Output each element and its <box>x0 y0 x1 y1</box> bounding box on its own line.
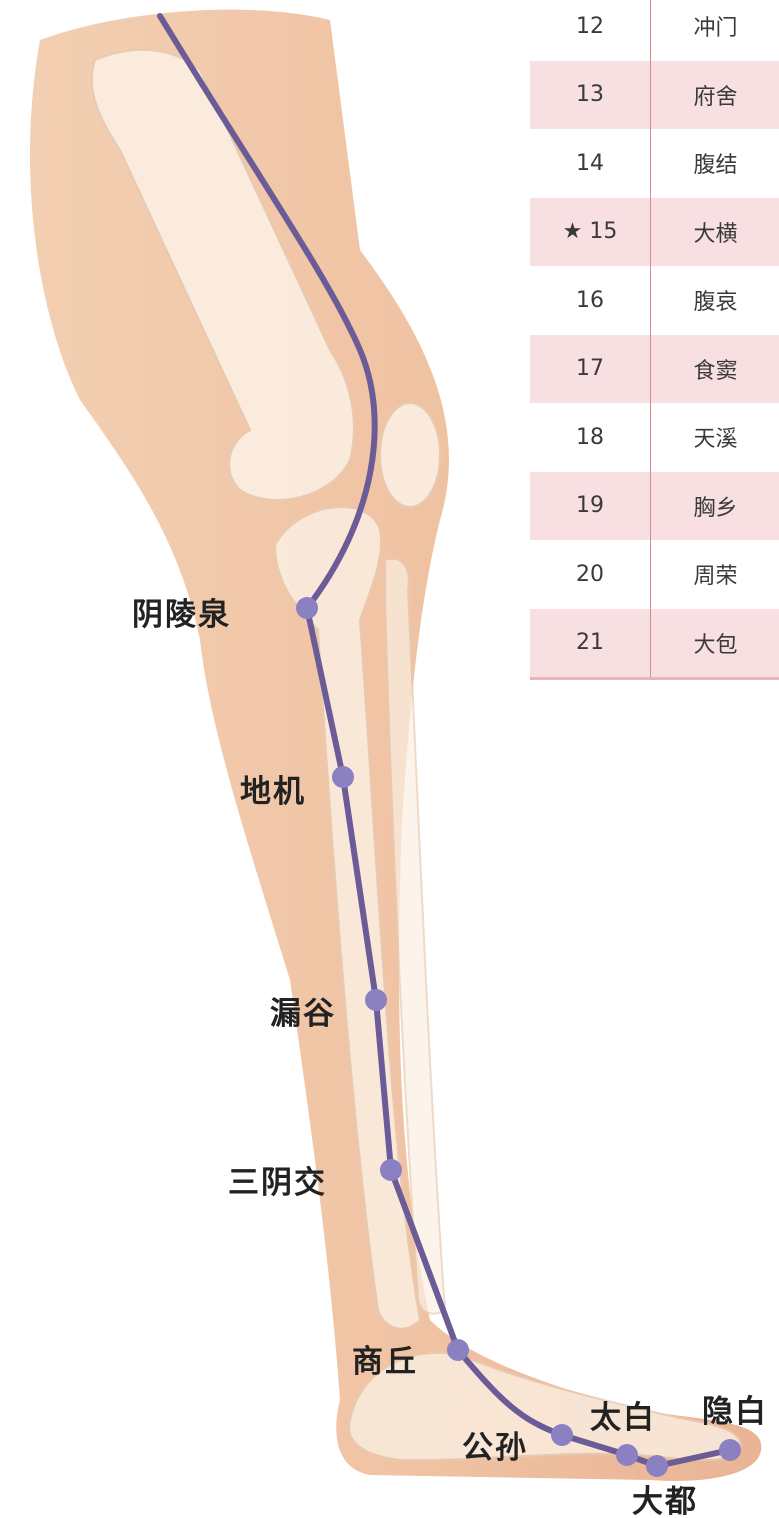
point-number: 21 <box>576 630 604 655</box>
point-number-cell: 12 <box>530 0 651 61</box>
point-name: 冲门 <box>651 0 779 61</box>
point-shangqiu-dot <box>447 1339 469 1361</box>
point-number: 18 <box>576 425 604 450</box>
point-number: 14 <box>576 151 604 176</box>
table-row: 21 大包 <box>530 609 779 679</box>
point-number: 17 <box>576 356 604 381</box>
patella-bone <box>380 403 440 507</box>
label-gongsun: 公孙 <box>462 1430 528 1466</box>
point-name: 食窦 <box>651 335 779 404</box>
point-number: 16 <box>576 288 604 313</box>
table-row: 13 府舍 <box>530 61 779 130</box>
point-number-cell: 13 <box>530 61 651 130</box>
point-number-cell: ★ 15 <box>530 198 651 267</box>
point-name: 大横 <box>651 198 779 267</box>
table-row: 19 胸乡 <box>530 472 779 541</box>
point-yinbai-dot <box>719 1439 741 1461</box>
point-name: 腹哀 <box>651 266 779 335</box>
point-number: 15 <box>589 219 617 244</box>
point-lougu-dot <box>365 989 387 1011</box>
point-yinlingquan-dot <box>296 597 318 619</box>
point-number-cell: 14 <box>530 129 651 198</box>
point-name: 大包 <box>651 609 779 679</box>
label-sanyinjiao: 三阴交 <box>228 1165 327 1201</box>
table-row: 12 冲门 <box>530 0 779 61</box>
label-diji: 地机 <box>240 774 306 810</box>
star-icon: ★ <box>563 219 590 244</box>
point-number-cell: 19 <box>530 472 651 541</box>
point-gongsun-dot <box>551 1424 573 1446</box>
label-shangqiu: 商丘 <box>352 1344 418 1380</box>
table-row: 14 腹结 <box>530 129 779 198</box>
point-sanyinjiao-dot <box>380 1159 402 1181</box>
table-row: 16 腹哀 <box>530 266 779 335</box>
table-row: 18 天溪 <box>530 403 779 472</box>
point-number: 12 <box>576 14 604 39</box>
point-name: 府舍 <box>651 61 779 130</box>
point-number-cell: 18 <box>530 403 651 472</box>
point-taibai-dot <box>616 1444 638 1466</box>
point-number: 20 <box>576 562 604 587</box>
label-lougu: 漏谷 <box>270 996 336 1032</box>
point-number-cell: 17 <box>530 335 651 404</box>
label-taibai: 太白 <box>590 1400 656 1436</box>
point-diji-dot <box>332 766 354 788</box>
point-number: 13 <box>576 82 604 107</box>
table-row: 20 周荣 <box>530 540 779 609</box>
table-row: 17 食窦 <box>530 335 779 404</box>
label-dadu: 大都 <box>632 1484 698 1518</box>
point-number-cell: 16 <box>530 266 651 335</box>
point-dadu-dot <box>646 1455 668 1477</box>
point-name: 胸乡 <box>651 472 779 541</box>
point-name: 天溪 <box>651 403 779 472</box>
point-number-cell: 20 <box>530 540 651 609</box>
label-yinlingquan: 阴陵泉 <box>132 597 231 633</box>
point-name: 周荣 <box>651 540 779 609</box>
label-yinbai: 隐白 <box>702 1394 768 1430</box>
point-name: 腹结 <box>651 129 779 198</box>
point-number-cell: 21 <box>530 609 651 679</box>
point-number: 19 <box>576 493 604 518</box>
